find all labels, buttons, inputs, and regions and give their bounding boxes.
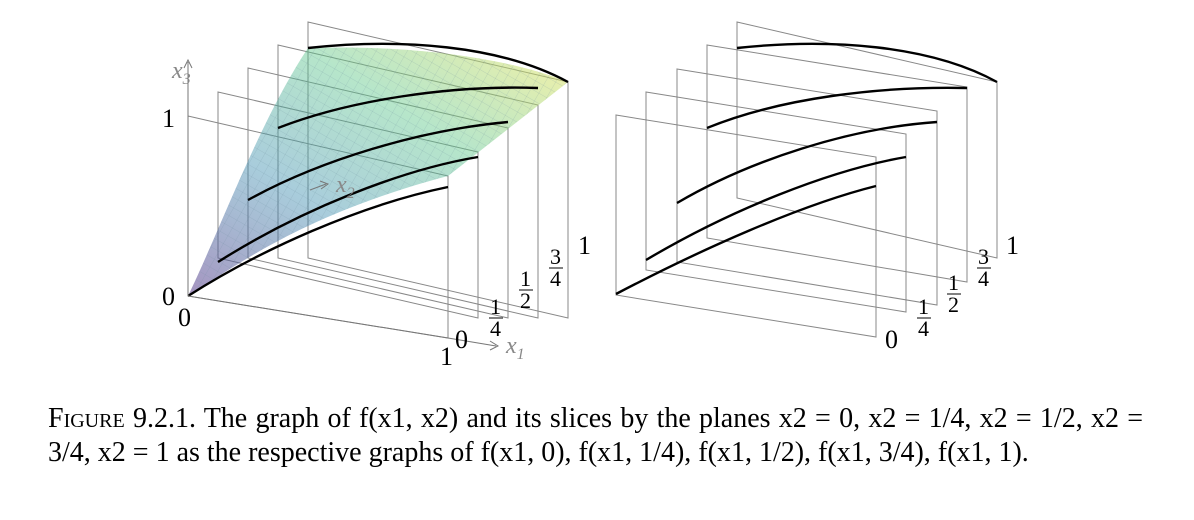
svg-text:4: 4 [918,316,929,341]
figure-9-2-1: x3 1 0 0 1 x2 x1 0 14 12 34 1 [162,21,1019,371]
left-slice-labels: 0 14 12 34 1 [455,231,591,354]
right-slice-label-quarter: 14 [917,294,931,341]
axis-x1-label: x1 [505,333,525,363]
left-slice-label-0: 0 [455,325,468,354]
caption-label: Figure [48,403,125,434]
right-slices-plot: 0 14 12 34 1 [615,21,1019,354]
left-slice-label-1: 1 [578,231,591,260]
svg-text:3: 3 [550,244,561,269]
caption-number: 9.2.1. [132,403,196,434]
svg-text:2: 2 [948,292,959,317]
svg-text:4: 4 [490,316,501,341]
left-slice-curves [187,42,569,298]
svg-text:4: 4 [550,266,561,291]
caption-text: The graph of f(x1, x2) and its slices by… [48,403,1143,468]
figure-caption: Figure 9.2.1. The graph of f(x1, x2) and… [48,402,1143,470]
svg-text:2: 2 [520,288,531,313]
svg-text:3: 3 [978,244,989,269]
right-slice-label-0: 0 [885,325,898,354]
left-slice-label-three-quarters: 34 [549,244,563,291]
x1-tick-1: 1 [440,342,453,371]
svg-text:4: 4 [978,266,989,291]
x3-tick-0: 0 [162,282,175,311]
svg-text:1: 1 [948,270,959,295]
left-slice-label-quarter: 14 [489,294,503,341]
right-slice-label-three-quarters: 34 [977,244,991,291]
x3-tick-1: 1 [162,104,175,133]
svg-text:1: 1 [490,294,501,319]
left-3d-plot: x3 1 0 0 1 x2 x1 0 14 12 34 1 [162,21,591,371]
right-slice-frames [615,21,998,338]
left-axes [183,58,500,351]
right-slice-label-1: 1 [1006,231,1019,260]
svg-text:1: 1 [520,266,531,291]
right-slice-labels: 0 14 12 34 1 [885,231,1019,354]
right-slice-label-half: 12 [947,270,961,317]
left-slice-label-half: 12 [519,266,533,313]
x2-tick-0: 0 [178,303,191,332]
right-slice-curves [615,42,998,296]
left-axis-labels: x3 1 0 0 1 x2 x1 [162,58,525,371]
svg-text:1: 1 [918,294,929,319]
